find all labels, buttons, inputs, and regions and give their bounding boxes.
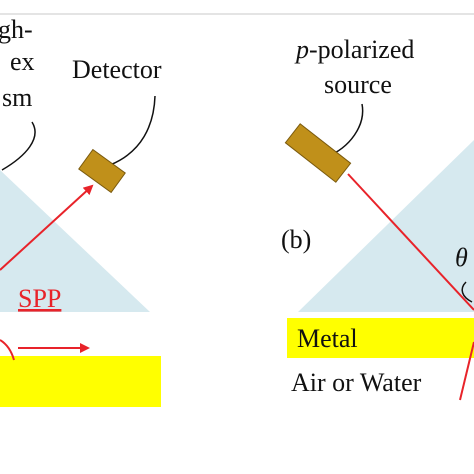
prism-leader-line [1, 121, 36, 171]
medium-label: Air or Water [291, 368, 422, 397]
spp-wave-stub [0, 339, 15, 361]
metal-layer-a [0, 356, 161, 407]
source-icon [284, 123, 352, 183]
angle-symbol: θ [455, 243, 468, 272]
detector-leader-line [109, 95, 156, 166]
detector-icon [78, 148, 126, 194]
prism-label-line-2: ex [10, 47, 35, 76]
spp-label: SPP [18, 284, 61, 313]
incident-beam [347, 173, 474, 311]
prism-a [0, 170, 150, 312]
panel-b-label: (b) [281, 225, 311, 254]
prism-b [298, 140, 474, 312]
prism-label-line-1: gh- [0, 15, 33, 44]
angle-arc [461, 281, 473, 303]
reflected-beam [0, 184, 94, 271]
metal-layer-b [287, 318, 474, 358]
source-label-rest: -polarized [309, 35, 414, 64]
panel-a: gh- ex sm Detector SPP [0, 15, 162, 407]
source-label-line-1: p-polarized [294, 35, 414, 64]
reflected-beam-b [459, 341, 474, 401]
panel-b: p-polarized source (b) θ Metal Air or Wa… [281, 35, 474, 401]
prism-label-line-3: sm [2, 83, 32, 112]
metal-label: Metal [297, 324, 358, 353]
source-label-line-2: source [324, 70, 392, 99]
detector-label: Detector [72, 55, 162, 84]
source-label-italic: p [294, 35, 309, 64]
